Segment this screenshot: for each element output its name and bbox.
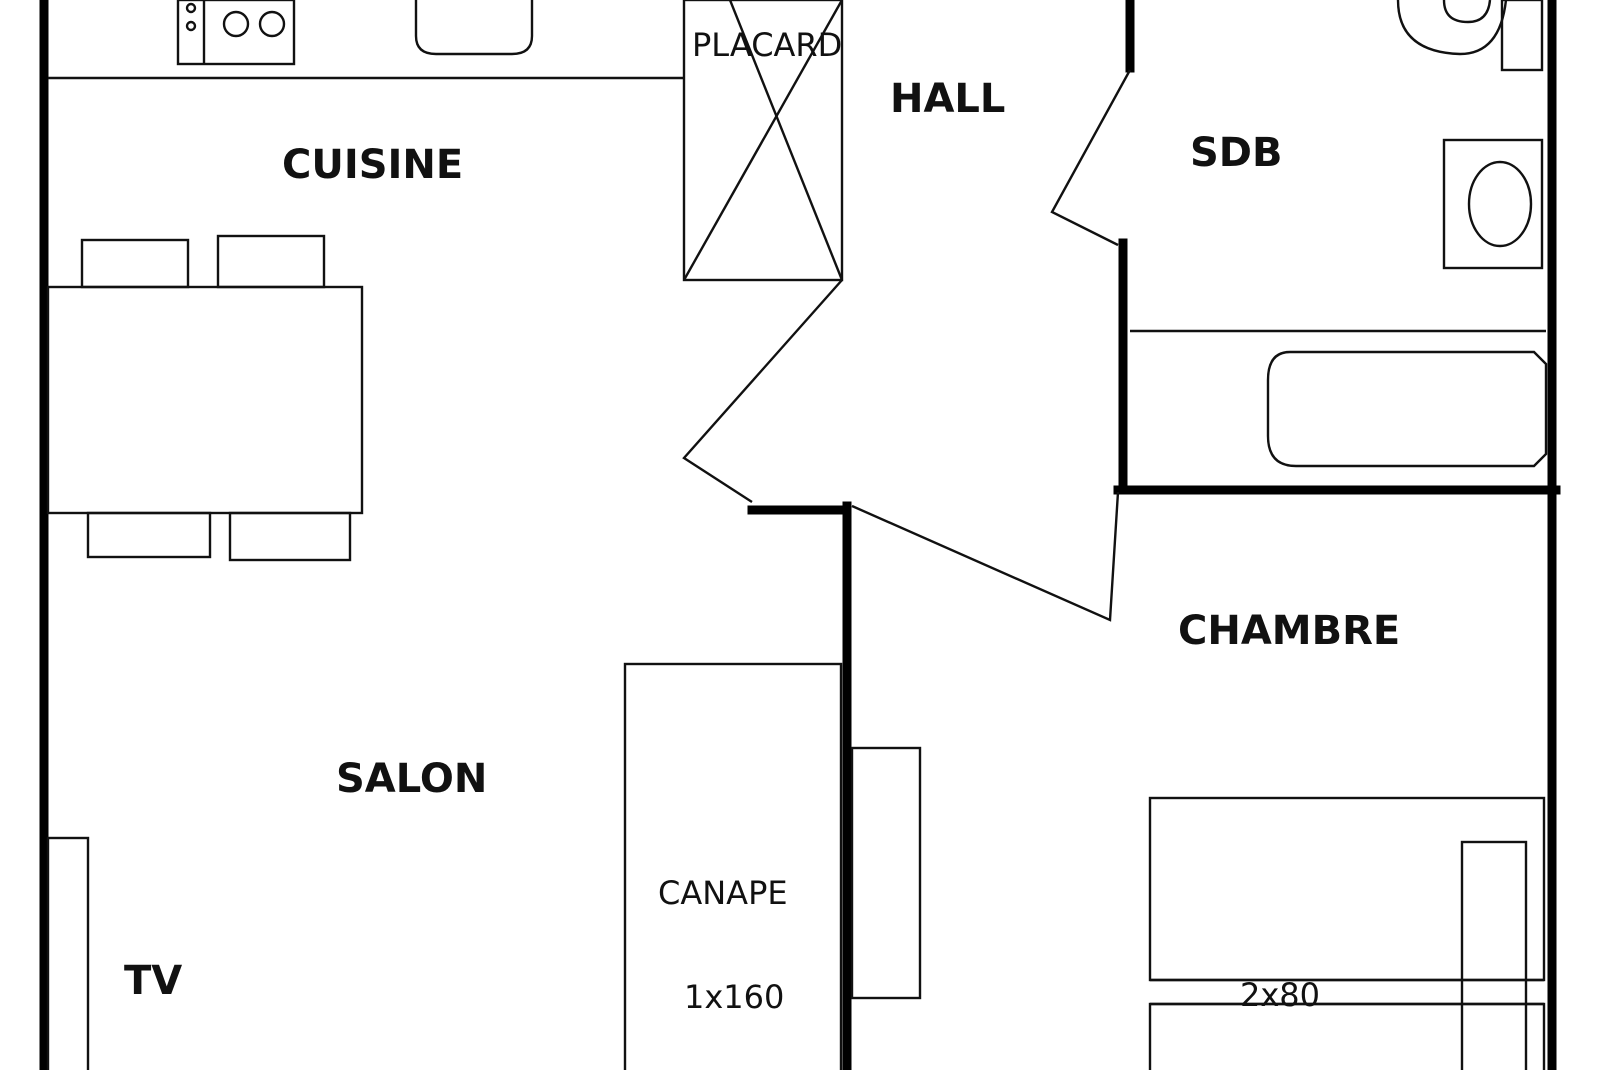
chair-top-2 <box>216 234 326 289</box>
labels: CUISINE HALL SDB SALON CHAMBRE PLACARD C… <box>124 26 1400 1016</box>
room-label-cuisine: CUISINE <box>282 142 463 188</box>
placard-closet <box>682 0 844 282</box>
bed-lower <box>1148 1002 1546 1070</box>
chair-bottom-1 <box>86 511 212 559</box>
door-swing-chambre <box>851 491 1120 622</box>
dining-set <box>46 234 364 562</box>
door-swing-sdb <box>1050 69 1132 247</box>
canape-label: CANAPE <box>658 874 788 912</box>
sofa-bed <box>623 662 843 1070</box>
chair-bottom-2 <box>228 511 352 562</box>
door-swings <box>682 69 1132 622</box>
bed-upper <box>1148 796 1546 982</box>
placard-label: PLACARD <box>692 26 842 64</box>
tv-unit <box>46 836 90 1070</box>
room-label-sdb: SDB <box>1190 130 1283 176</box>
bathroom-sink-cabinet <box>1442 138 1544 270</box>
bed-bench <box>1460 840 1528 1070</box>
dining-table <box>46 285 364 515</box>
stove-cabinet <box>176 0 296 66</box>
placard-outline <box>682 0 844 282</box>
salon-furniture <box>46 662 922 1070</box>
placard-cross-1 <box>682 0 844 281</box>
chair-top-1 <box>80 238 190 289</box>
toilet-inner <box>1442 0 1492 24</box>
tv-label: TV <box>124 958 182 1004</box>
chambre-bed <box>1148 796 1546 1070</box>
placard-cross-2 <box>728 0 844 281</box>
toilet <box>1396 0 1508 56</box>
room-label-salon: SALON <box>336 756 487 802</box>
walls <box>39 0 1561 1070</box>
kitchen <box>48 0 684 80</box>
bathtub <box>1266 350 1548 468</box>
room-label-chambre: CHAMBRE <box>1178 608 1400 654</box>
chambre-side-unit <box>850 746 922 1000</box>
canape-size-label: 1x160 <box>684 978 784 1016</box>
burner-small-1 <box>185 2 197 14</box>
bed-size-label: 2x80 <box>1240 976 1320 1014</box>
bathroom-fixtures <box>1130 0 1548 468</box>
kitchen-sink <box>414 0 534 56</box>
door-swing-salon <box>682 279 843 504</box>
toilet-tank <box>1500 0 1544 72</box>
bathroom-sink <box>1467 160 1533 248</box>
burner-1 <box>222 10 250 38</box>
burner-2 <box>258 10 286 38</box>
burner-small-2 <box>185 20 197 32</box>
room-label-hall: HALL <box>890 76 1005 122</box>
